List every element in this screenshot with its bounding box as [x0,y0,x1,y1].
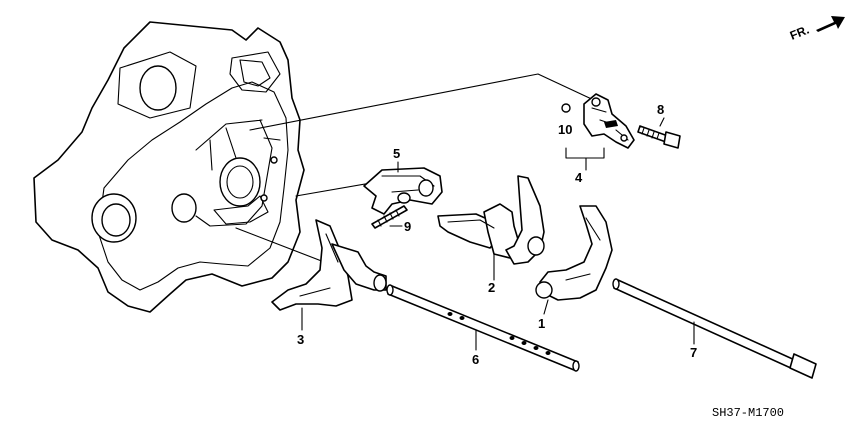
callout-3: 3 [297,332,304,347]
callout-9: 9 [404,219,411,234]
callout-labels: 1 2 3 4 5 6 7 8 9 10 [297,102,697,367]
shift-rod-6 [386,284,580,372]
callout-5: 5 [393,146,400,161]
small-ball [561,103,571,113]
front-label: FR. [788,23,811,43]
front-arrow-icon [816,16,845,32]
diagram-code: SH37-M1700 [712,406,784,420]
front-direction-indicator: FR. [788,16,845,43]
shift-rod-7 [612,278,817,379]
callout-2: 2 [488,280,495,295]
shift-fork-3 [271,219,387,311]
callout-10: 10 [558,122,572,137]
transmission-housing [33,21,305,313]
callout-8: 8 [657,102,664,117]
callout-leaders [301,161,695,351]
shift-arm-bracket [583,93,635,149]
bracket-bolt [637,125,681,149]
shift-fork-1 [535,205,613,301]
callout-1: 1 [538,316,545,331]
callout-7: 7 [690,345,697,360]
callout-4: 4 [575,170,583,185]
callout-6: 6 [472,352,479,367]
shift-piece [363,167,443,215]
shift-fork-2 [437,175,545,265]
callout-8-leader [659,117,665,127]
callout-4-bracket [565,147,605,171]
spring-pin [371,205,408,229]
